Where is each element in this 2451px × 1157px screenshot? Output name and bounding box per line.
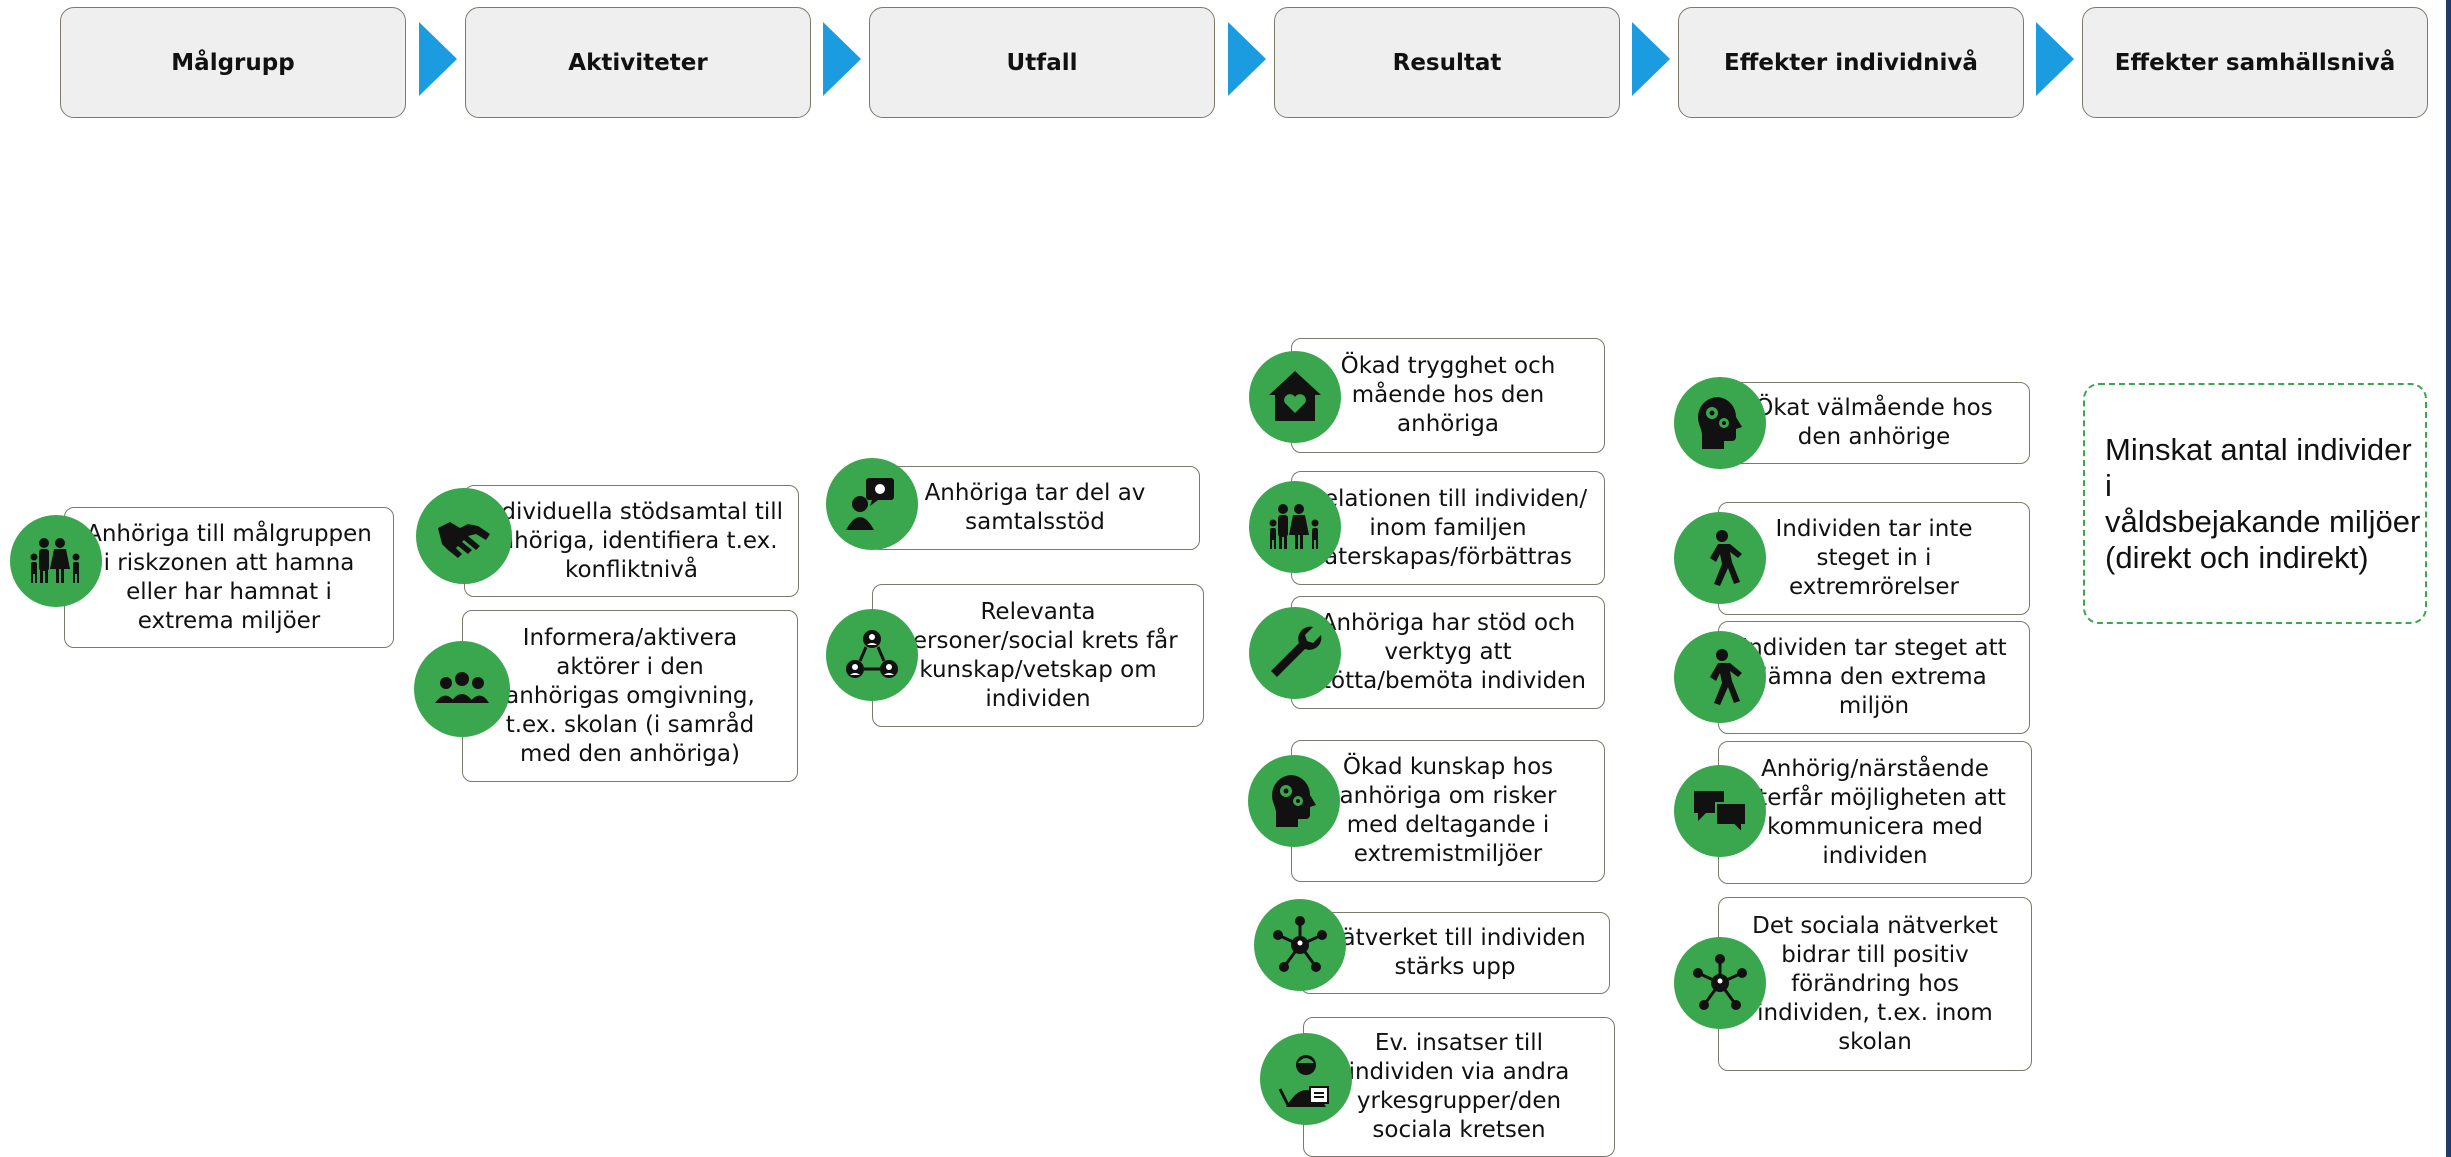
utfall-card: Relevanta personer/social krets får kuns… <box>872 584 1204 727</box>
header-label: Effekter individnivå <box>1724 49 1978 76</box>
card-text: Anhörig/närstående återfår möjligheten a… <box>1744 755 2006 869</box>
handshake-icon <box>416 488 512 584</box>
chevron-arrow-icon <box>2036 22 2074 96</box>
chevron-arrow-icon <box>419 22 457 96</box>
goal-text: Minskat antal individer i våldsbejakande… <box>2105 431 2421 575</box>
effekt-individ-card: Individen tar steget att lämna den extre… <box>1718 621 2030 734</box>
chevron-arrow-icon <box>1228 22 1266 96</box>
header-label: Utfall <box>1006 49 1078 76</box>
chevron-arrow-icon <box>1632 22 1670 96</box>
resultat-card: Nätverket till individen stärks upp <box>1300 912 1610 994</box>
card-text: Anhöriga till målgruppen i riskzonen att… <box>86 520 372 634</box>
header-effekter-samhalle: Effekter samhällsnivå <box>2082 7 2428 118</box>
head-gears-icon <box>1674 377 1766 469</box>
card-text: Ökat välmående hos den anhörige <box>1755 395 1993 450</box>
resultat-card: Ökad kunskap hos anhöriga om risker med … <box>1291 740 1605 882</box>
resultat-card: Anhöriga har stöd och verktyg att stötta… <box>1291 596 1605 709</box>
card-text: Informera/aktivera aktörer i den anhörig… <box>505 624 755 767</box>
right-edge-bar <box>2446 0 2451 1157</box>
group-icon <box>414 641 510 737</box>
chevron-arrow-icon <box>823 22 861 96</box>
card-text: Relevanta personer/social krets får kuns… <box>898 598 1178 712</box>
walking-icon <box>1674 631 1766 723</box>
header-label: Aktiviteter <box>568 49 708 76</box>
effekt-individ-card: Det sociala nätverket bidrar till positi… <box>1718 897 2032 1071</box>
header-label: Effekter samhällsnivå <box>2114 49 2396 76</box>
family-icon <box>1249 481 1341 573</box>
card-text: Individen tar inte steget in i extremrör… <box>1775 516 1973 600</box>
card-text: Nätverket till individen stärks upp <box>1324 925 1586 980</box>
hub-icon <box>1674 937 1766 1029</box>
utfall-card: Anhöriga tar del av samtalsstöd <box>870 466 1200 550</box>
chat-icon <box>1674 765 1766 857</box>
professional-icon <box>1260 1033 1352 1125</box>
card-text: Individuella stödsamtal till anhöriga, i… <box>479 498 784 583</box>
effekt-individ-card: Anhörig/närstående återfår möjligheten a… <box>1718 741 2032 884</box>
hub-icon <box>1254 899 1346 991</box>
card-text: Ev. insatser till individen via andra yr… <box>1348 1030 1570 1143</box>
wrench-icon <box>1249 607 1341 699</box>
header-label: Målgrupp <box>171 49 295 76</box>
card-text: Ökad kunskap hos anhöriga om risker med … <box>1339 754 1557 867</box>
card-text: Ökad trygghet och mående hos den anhörig… <box>1340 353 1556 437</box>
card-text: Anhöriga tar del av samtalsstöd <box>924 480 1146 535</box>
card-text: Det sociala nätverket bidrar till positi… <box>1752 912 1998 1055</box>
counseling-icon <box>826 458 918 550</box>
network-people-icon <box>826 609 918 701</box>
header-malgrupp: Målgrupp <box>60 7 406 118</box>
aktivitet-card: Informera/aktivera aktörer i den anhörig… <box>462 610 798 782</box>
family-icon <box>10 515 102 607</box>
aktivitet-card: Individuella stödsamtal till anhöriga, i… <box>464 485 799 597</box>
malgrupp-card: Anhöriga till målgruppen i riskzonen att… <box>64 507 394 648</box>
header-aktiviteter: Aktiviteter <box>465 7 811 118</box>
effekt-samhalle-box: Minskat antal individer i våldsbejakande… <box>2083 383 2427 624</box>
header-utfall: Utfall <box>869 7 1215 118</box>
header-label: Resultat <box>1392 49 1502 76</box>
resultat-card: Ökad trygghet och mående hos den anhörig… <box>1291 338 1605 453</box>
resultat-card: Ev. insatser till individen via andra yr… <box>1303 1017 1615 1157</box>
card-text: Relationen till individen/ inom familjen… <box>1308 485 1588 570</box>
head-gears-icon <box>1248 755 1340 847</box>
card-text: Anhöriga har stöd och verktyg att stötta… <box>1310 610 1586 694</box>
resultat-card: Relationen till individen/ inom familjen… <box>1291 471 1605 585</box>
effekt-individ-card: Ökat välmående hos den anhörige <box>1718 382 2030 464</box>
walking-icon <box>1674 512 1766 604</box>
header-effekter-individ: Effekter individnivå <box>1678 7 2024 118</box>
header-resultat: Resultat <box>1274 7 1620 118</box>
card-text: Individen tar steget att lämna den extre… <box>1741 635 2007 719</box>
effekt-individ-card: Individen tar inte steget in i extremrör… <box>1718 502 2030 615</box>
home-heart-icon <box>1249 351 1341 443</box>
